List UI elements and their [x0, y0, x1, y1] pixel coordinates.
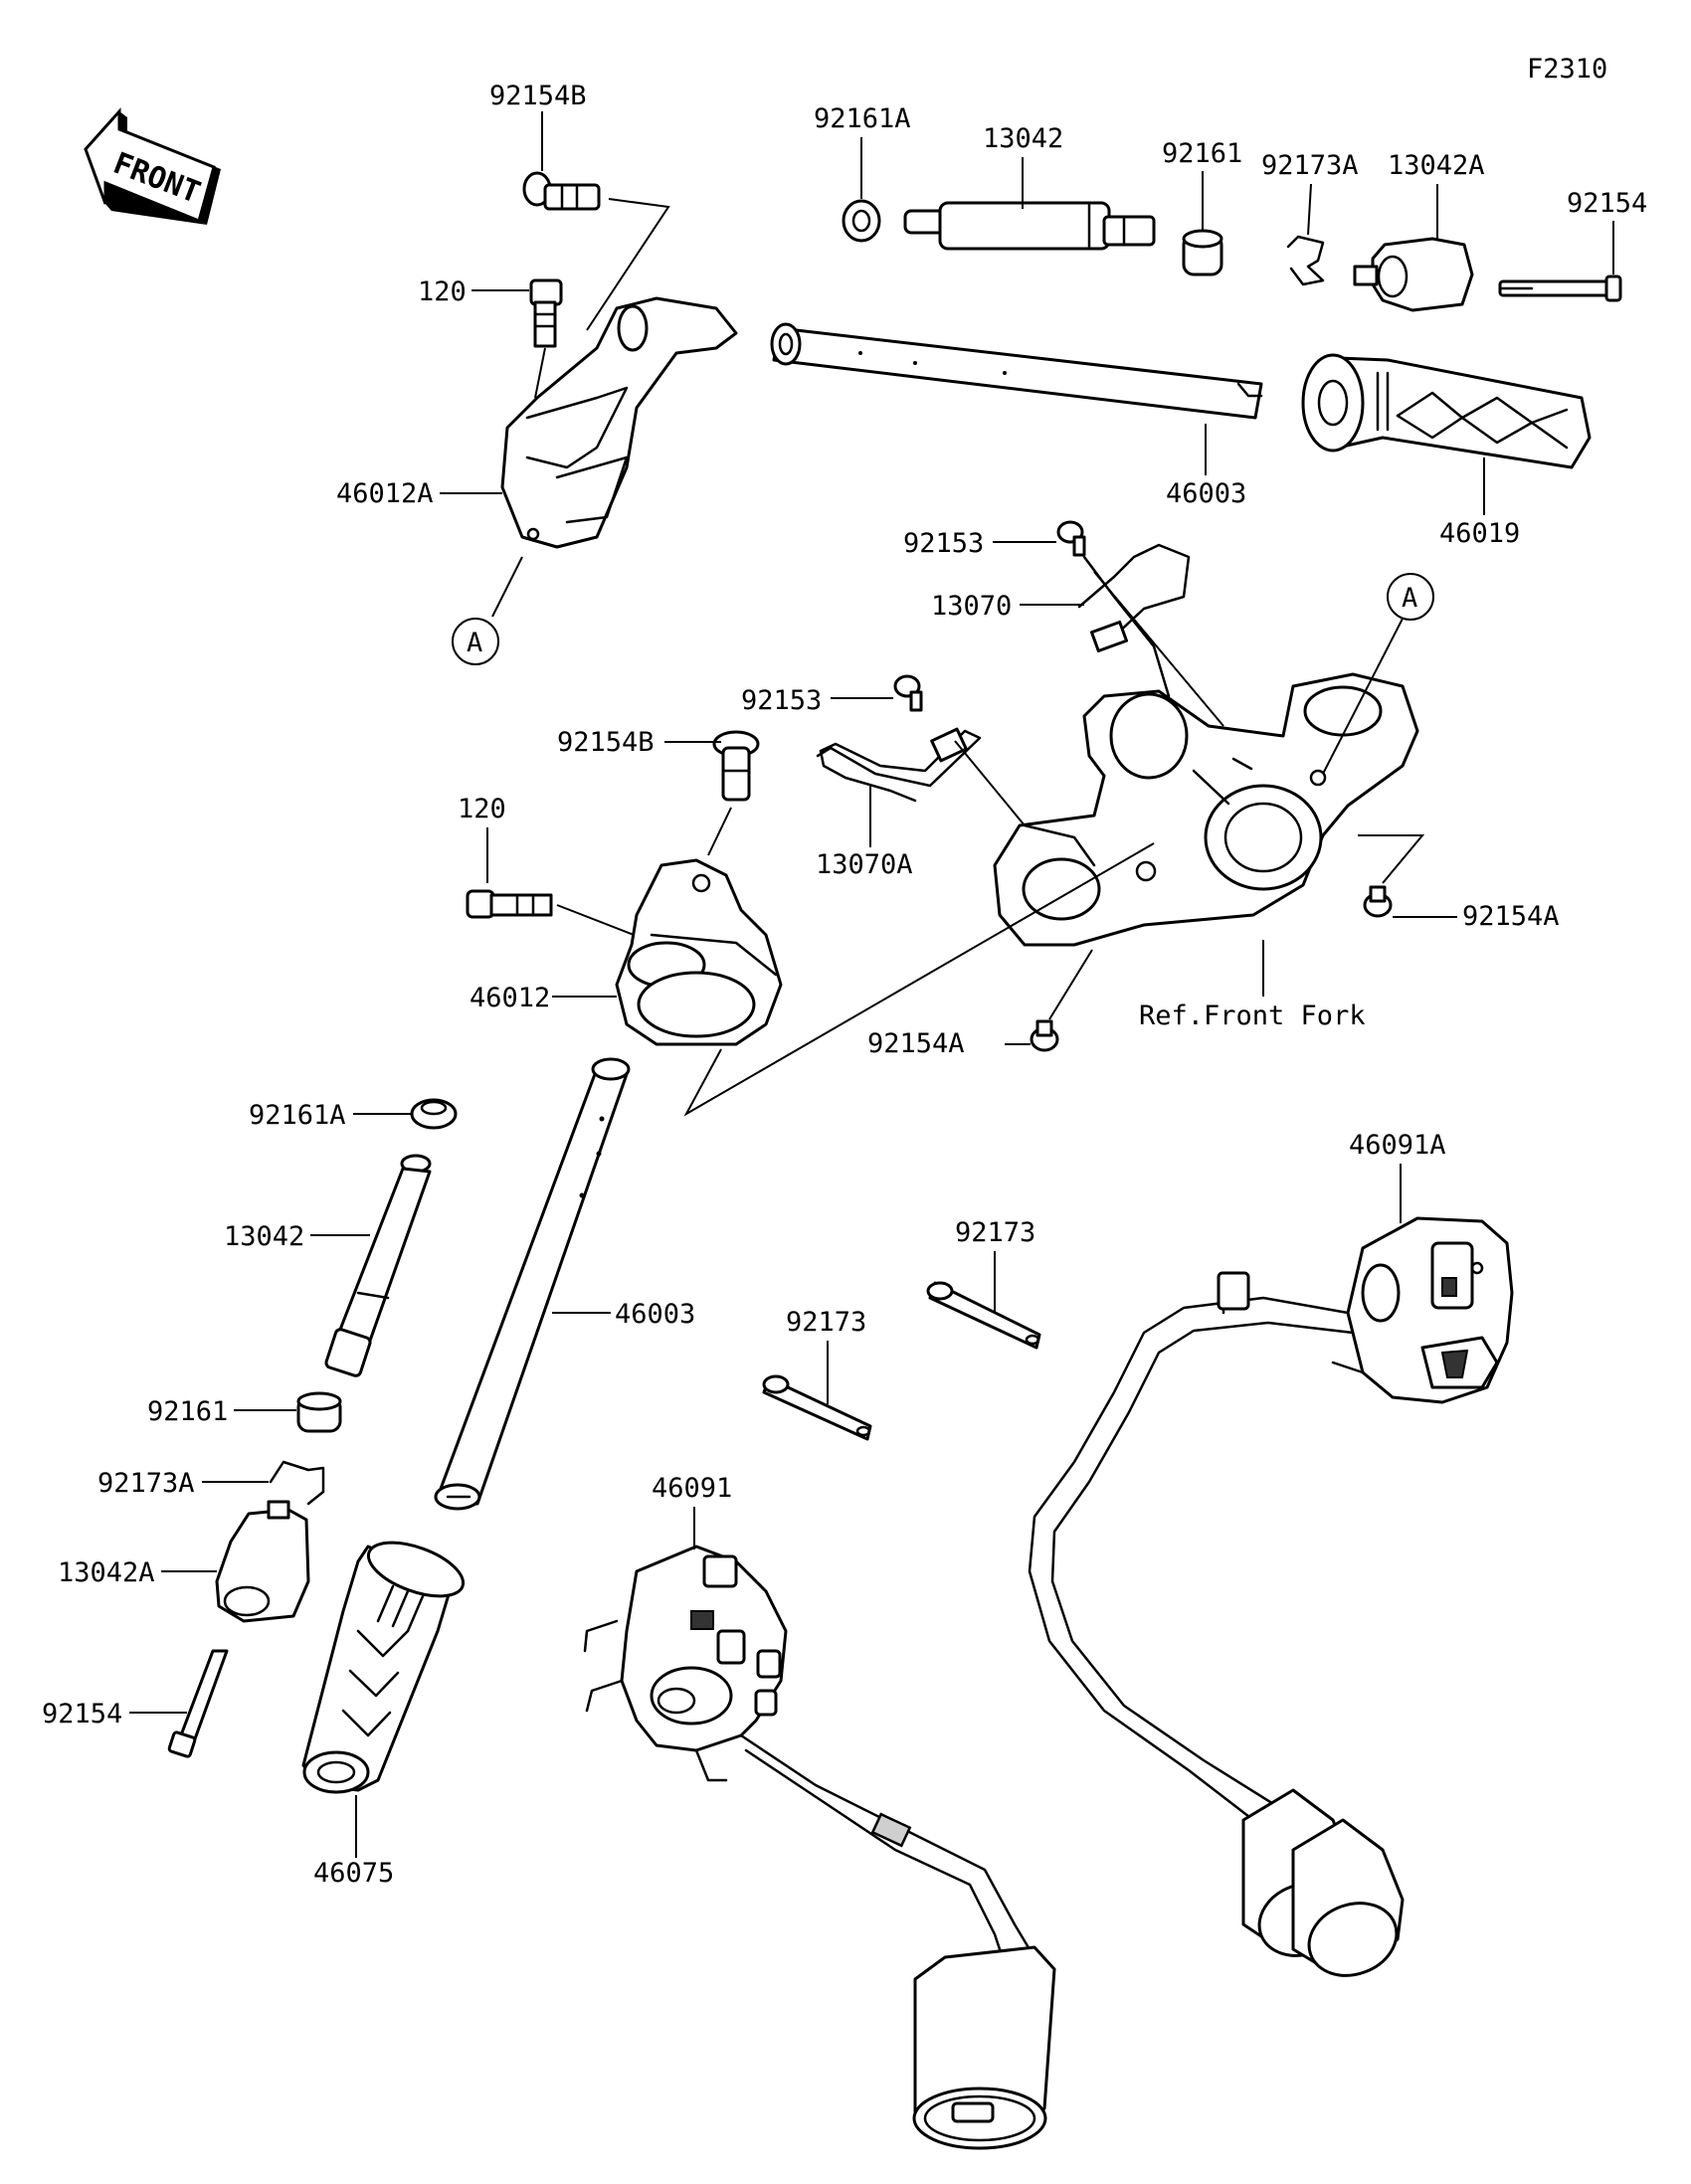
part-46075-grip: [301, 1541, 466, 1794]
label-92154A-right: 92154A: [1462, 901, 1560, 932]
part-92154B-bolt-mid: [712, 730, 760, 802]
part-92173-strap-a: [926, 1281, 1041, 1350]
front-arrow-icon: FRONT: [84, 107, 221, 225]
label-92153-b: 92153: [741, 685, 822, 716]
part-92161-spacer-top: [1182, 229, 1223, 276]
label-92161A-top: 92161A: [814, 103, 911, 134]
part-92154A-screw-right: [1363, 885, 1393, 918]
part-92153-screw-a: [1056, 520, 1086, 557]
label-120-mid: 120: [458, 794, 506, 824]
label-46003-top: 46003: [1166, 478, 1246, 509]
callout-A-right: A: [1387, 573, 1434, 621]
part-46091-switch: [583, 1545, 1056, 2150]
label-92154B-top: 92154B: [489, 81, 587, 111]
label-13070: 13070: [931, 591, 1012, 622]
label-13070A: 13070A: [816, 849, 913, 880]
part-92173A-clip-top: [1286, 235, 1325, 286]
part-92173A-clip-bottom: [269, 1460, 325, 1506]
label-92154-top: 92154: [1567, 188, 1647, 219]
label-46012A: 46012A: [336, 478, 434, 509]
part-92154A-screw-mid: [1030, 1019, 1059, 1052]
label-92173-a: 92173: [955, 1217, 1035, 1248]
part-46003-handlebar-top: [770, 322, 1263, 420]
part-13042-rod-bottom: [324, 1154, 432, 1377]
part-120-bolt-mid: [466, 889, 553, 919]
part-13070A-bracket: [816, 727, 982, 803]
part-92154-bolt-bottom: [167, 1649, 229, 1758]
label-92161A-bottom: 92161A: [249, 1100, 346, 1131]
part-92173-strap-b: [762, 1374, 872, 1441]
part-46003-handlebar-mid: [434, 1057, 631, 1511]
part-13042A-endweight-bottom: [215, 1500, 310, 1623]
diagram-code: F2310: [1527, 54, 1607, 85]
callout-A-left: A: [452, 618, 499, 665]
part-46012-holder: [615, 858, 783, 1046]
label-13042-bottom: 13042: [224, 1221, 304, 1252]
label-46012: 46012: [470, 983, 550, 1013]
label-ref-front-fork: Ref.Front Fork: [1139, 1001, 1366, 1031]
label-92161-bottom: 92161: [147, 1396, 228, 1427]
label-92173A-bottom: 92173A: [97, 1468, 195, 1499]
part-92161A-nut-top: [842, 199, 881, 243]
label-120-top: 120: [418, 276, 467, 307]
part-92161A-nut-bottom: [410, 1098, 458, 1130]
label-46075: 46075: [313, 1858, 394, 1889]
label-92154A-mid: 92154A: [867, 1028, 965, 1059]
label-92173-b: 92173: [786, 1307, 866, 1338]
label-92161-top: 92161: [1162, 138, 1242, 169]
part-120-bolt-top: [529, 278, 563, 348]
label-92154B-mid: 92154B: [557, 727, 655, 758]
label-46091A: 46091A: [1349, 1130, 1446, 1161]
part-13042A-endweight-top: [1353, 237, 1474, 312]
part-46091A-switch: [1028, 1216, 1514, 1977]
label-13042A-bottom: 13042A: [58, 1557, 155, 1588]
label-13042A-top: 13042A: [1388, 150, 1485, 181]
svg-text:A: A: [1402, 583, 1417, 614]
part-13042-rod-top: [903, 201, 1156, 251]
part-92154B-bolt-top: [522, 171, 601, 211]
part-top-bridge: [993, 672, 1419, 947]
label-13042-top: 13042: [983, 123, 1063, 154]
label-92154-bottom: 92154: [42, 1699, 122, 1729]
part-92153-screw-b: [893, 674, 923, 712]
part-46012A-holder: [500, 296, 738, 549]
label-46003-bottom: 46003: [615, 1299, 695, 1330]
label-46091: 46091: [652, 1473, 732, 1504]
label-92173A-top: 92173A: [1261, 150, 1359, 181]
part-92154-bolt-top: [1498, 274, 1622, 302]
label-92153-a: 92153: [903, 528, 984, 559]
part-46019-grip: [1301, 353, 1592, 469]
svg-text:A: A: [467, 628, 482, 658]
label-46019: 46019: [1439, 518, 1520, 549]
part-92161-spacer-bottom: [296, 1391, 342, 1433]
